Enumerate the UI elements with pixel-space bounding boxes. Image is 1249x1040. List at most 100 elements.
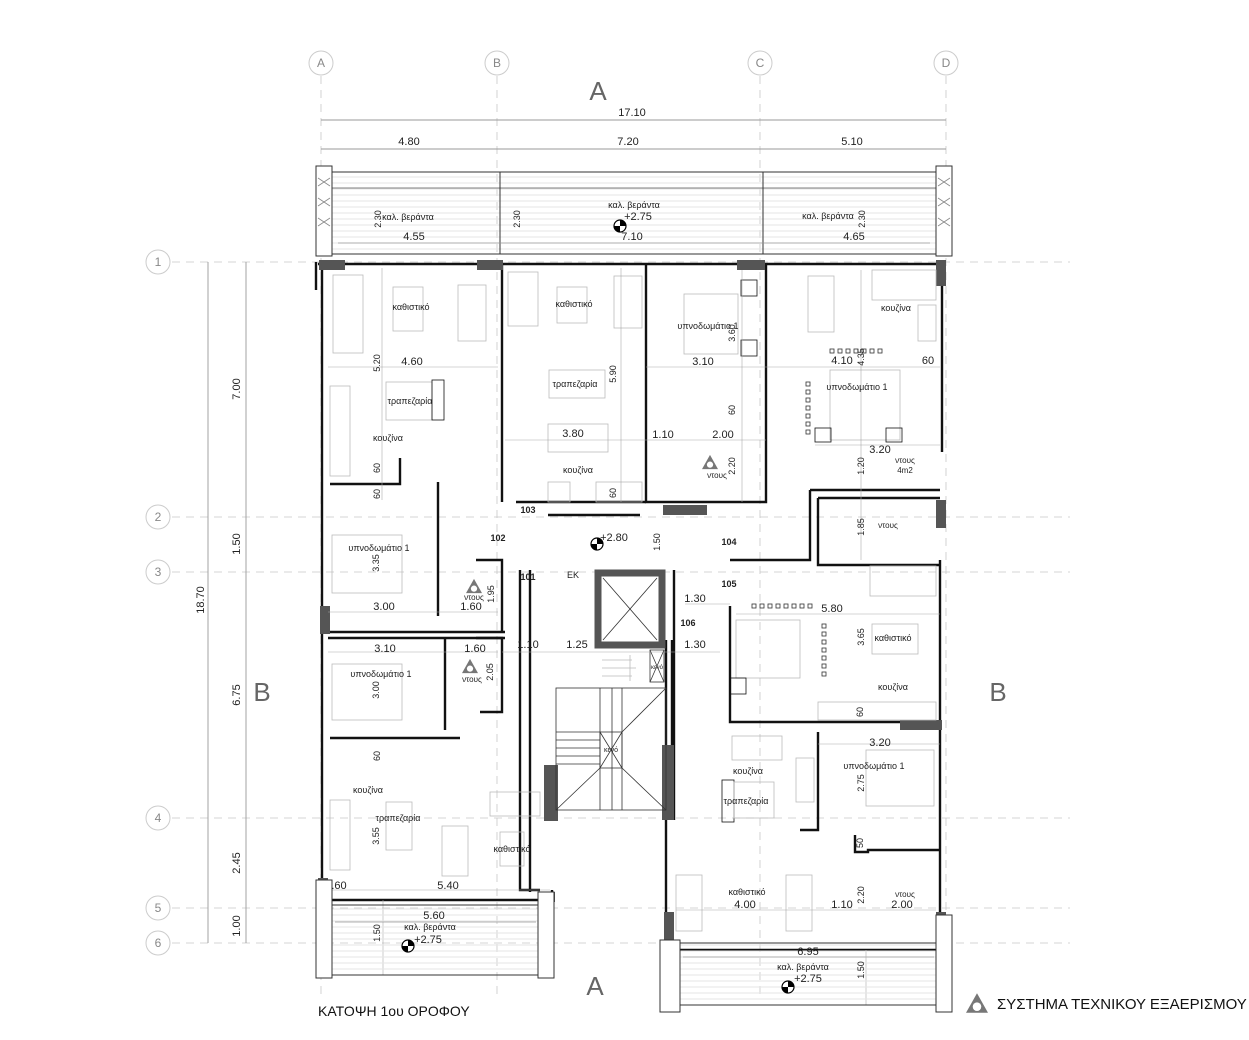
grid-bubble-2: 2 [145, 504, 171, 530]
balcony-top-left-depth: 2.30 [373, 210, 383, 228]
stair-void-label: κενό [604, 746, 618, 754]
room-label-n-living: καθιστικό [555, 299, 592, 309]
grid-bubbles-rows: 1 2 3 4 5 6 [145, 249, 171, 956]
room-label-ne-shower2: ντους [878, 521, 898, 530]
room-label-n-dining: τραπεζαρία [553, 379, 598, 389]
grid-bubble-1: 1 [145, 249, 171, 275]
balcony-bottom-right-level: +2.75 [794, 973, 822, 985]
dim-sw-k60: 60 [372, 751, 382, 761]
balcony-top-mid-level: +2.75 [624, 211, 652, 223]
svg-text:1: 1 [155, 255, 162, 269]
dim-sw-c125: 1.25 [566, 639, 587, 651]
svg-text:B: B [493, 56, 501, 70]
dim-se-130b: 1.30 [684, 639, 705, 651]
dim-nw-520: 5.20 [372, 354, 382, 372]
room-label-se-kitchen: κουζίνα [733, 766, 763, 776]
apartment-number-101: 101 [520, 572, 535, 582]
level-marker-icon [401, 939, 415, 953]
svg-text:6: 6 [155, 936, 162, 950]
room-label-n-bedroom: υπνοδωμάτιο 1 [677, 321, 738, 331]
dim-n-k60: 60 [608, 488, 618, 498]
apartment-number-106: 106 [680, 618, 695, 628]
top-balcony [315, 165, 953, 257]
furniture [329, 269, 937, 932]
room-label-nw-dining: τραπεζαρία [388, 396, 433, 406]
dim-bay-CD: 5.10 [841, 136, 862, 148]
dim-nw-bed-w: 3.00 [373, 601, 394, 613]
dim-se-c50: 50 [855, 838, 865, 848]
ventilation-triangle-icon [462, 658, 478, 674]
dim-nw-bed-d: 3.35 [371, 554, 381, 572]
dim-e-365: 3.65 [856, 628, 866, 646]
dim-sw-bed-d: 3.00 [371, 681, 381, 699]
dim-bay-AB: 4.80 [398, 136, 419, 148]
legend-label: ΣΥΣΤΗΜΑ ΤΕΧΝΙΚΟΥ ΕΞΑΕΡΙΣΜΟΥ [997, 996, 1247, 1013]
room-label-e-living: καθιστικό [874, 633, 911, 643]
balcony-bottom-left-level: +2.75 [414, 934, 442, 946]
room-label-ne-kitchen: κουζίνα [881, 303, 911, 313]
interior-dimension-lines [328, 268, 940, 1005]
dim-n-sh-d: 2.20 [727, 457, 737, 475]
dim-ne-120: 1.20 [856, 457, 866, 475]
dim-n-sh60: 60 [727, 405, 737, 415]
dim-e-580: 5.80 [821, 603, 842, 615]
ventilation-triangle-icon [966, 993, 988, 1013]
shaft-void-label: κενό [651, 664, 664, 671]
svg-text:D: D [942, 56, 951, 70]
room-label-n-kitchen: κουζίνα [563, 465, 593, 475]
level-marker-icon [781, 980, 795, 994]
grid-bubble-4: 4 [145, 805, 171, 831]
balcony-bottom-right-depth: 1.50 [856, 961, 866, 979]
room-label-ne-bedroom: υπνοδωμάτιο 1 [826, 382, 887, 392]
balcony-top-mid-label: καλ. βεράντα [608, 200, 660, 210]
grid-bubble-3: 3 [145, 559, 171, 585]
dim-bay-56: 1.00 [231, 915, 243, 936]
dim-se-320: 3.20 [869, 737, 890, 749]
radiator-markers [751, 348, 883, 677]
dim-n-sh-w: 2.00 [712, 429, 733, 441]
bottom-balcony-left [315, 879, 555, 979]
room-label-ne-shower: ντους [895, 456, 915, 465]
ventilation-triangle-icon [466, 578, 482, 594]
dim-n-380: 3.80 [562, 428, 583, 440]
balcony-top-right-width: 4.65 [843, 231, 864, 243]
dim-se-110: 1.10 [831, 899, 852, 911]
apartment-number-102: 102 [490, 533, 505, 543]
dim-ne-320: 3.20 [869, 444, 890, 456]
corridor-level: +2.80 [600, 532, 628, 544]
apartment-number-103: 103 [520, 505, 535, 515]
room-label-se-dining: τραπεζαρία [724, 796, 769, 806]
section-marker-b-left: B [253, 677, 270, 707]
grid-bubble-A: A [308, 50, 334, 76]
dim-bay-45: 2.45 [231, 852, 243, 873]
dim-sw-sh-w: 1.60 [464, 643, 485, 655]
dim-ne-410: 4.10 [831, 355, 852, 367]
dim-overall-width: 17.10 [618, 107, 646, 119]
dim-corridor-150: 1.50 [652, 533, 662, 551]
dim-nw-k60a: 60 [372, 463, 382, 473]
svg-text:4: 4 [155, 811, 162, 825]
dim-ne-k60: 60 [922, 355, 934, 367]
section-marker-a-bottom: A [586, 971, 604, 1001]
room-label-ne-shower-area: 4m2 [897, 466, 913, 475]
dim-bay-34: 6.75 [231, 684, 243, 705]
dim-n-c110: 1.10 [652, 429, 673, 441]
grid-bubble-C: C [747, 50, 773, 76]
dim-se-275: 2.75 [856, 774, 866, 792]
dim-sw-sh-d: 2.05 [485, 663, 495, 681]
dim-se-sh-w: 2.00 [891, 899, 912, 911]
dim-n-590: 5.90 [608, 365, 618, 383]
overall-dimensions [207, 119, 946, 943]
dim-se-400: 4.00 [734, 899, 755, 911]
room-label-se-living: καθιστικό [728, 887, 765, 897]
dim-bay-23: 1.50 [231, 533, 243, 554]
balcony-bottom-left-width: 5.60 [423, 910, 444, 922]
room-label-nw-living: καθιστικό [392, 302, 429, 312]
bottom-balcony-right [659, 914, 953, 1013]
grid-bubble-B: B [484, 50, 510, 76]
dim-nw-k60b: 60 [372, 489, 382, 499]
dim-sw-540: 5.40 [437, 880, 458, 892]
room-label-sw-living: καθιστικό [493, 844, 530, 854]
dim-ne-435: 4.35 [856, 348, 866, 366]
dim-n-bed-w: 3.10 [692, 356, 713, 368]
